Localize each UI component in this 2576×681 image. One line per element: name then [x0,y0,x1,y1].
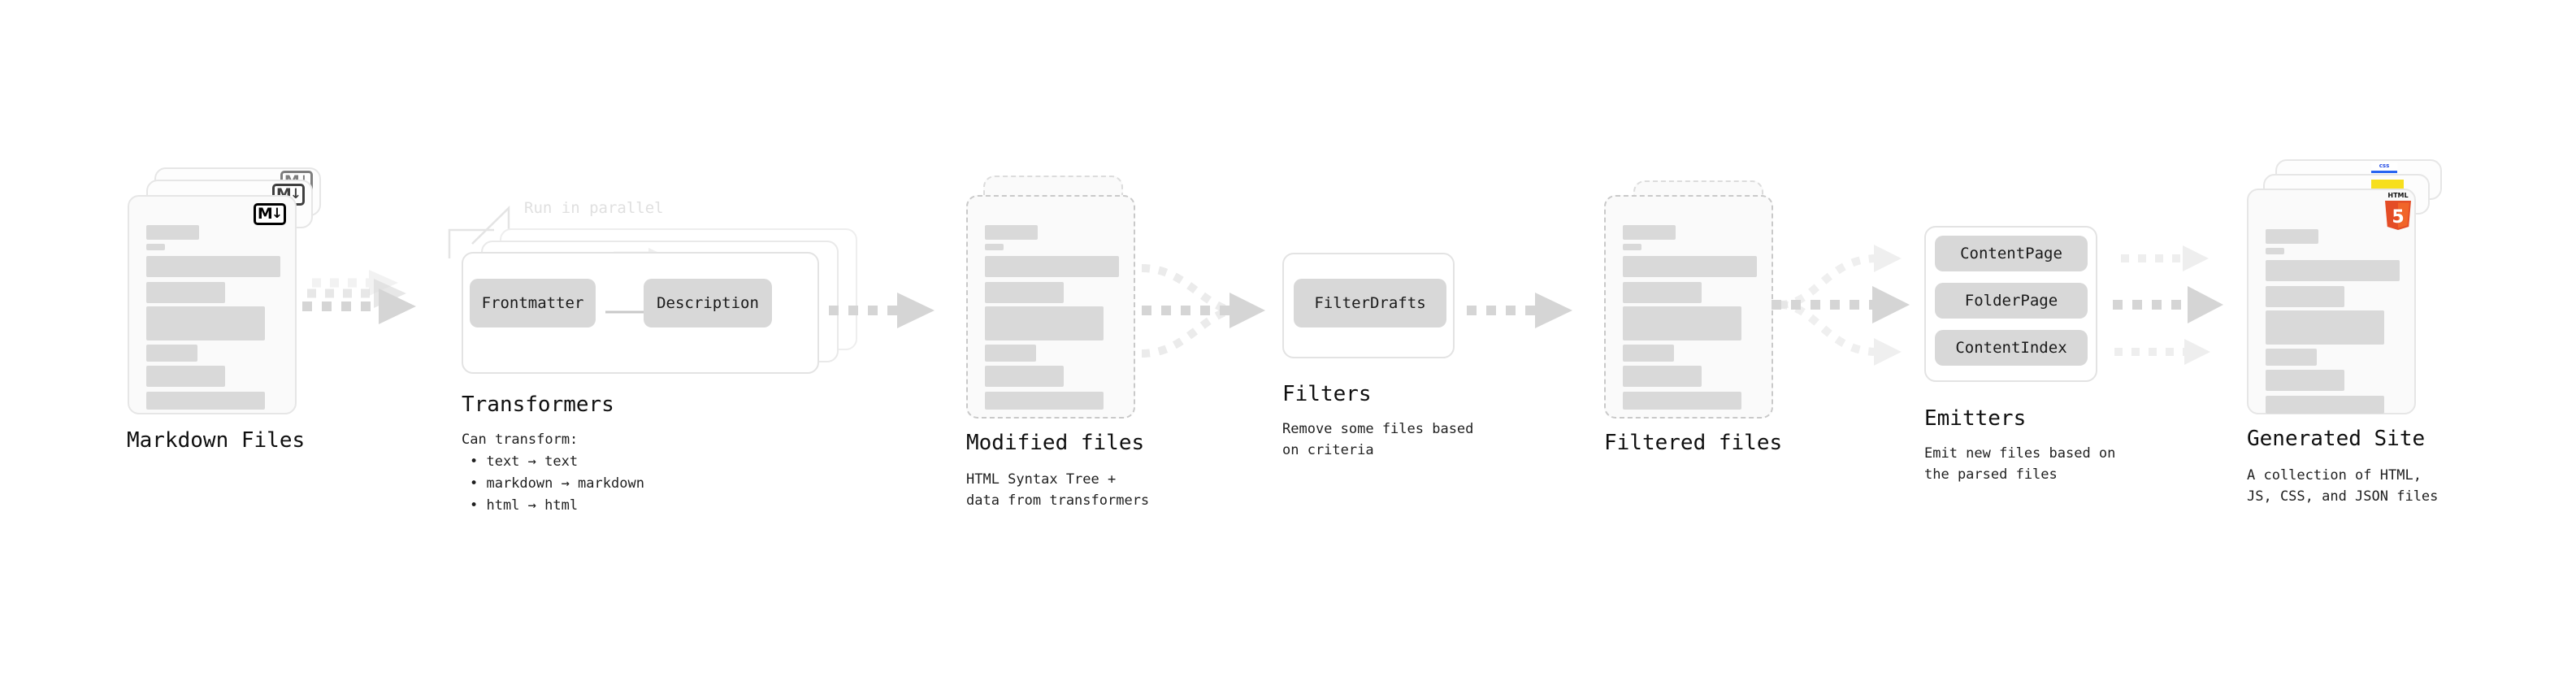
css-icon-label: css [2379,163,2390,169]
stage-subtitle-generated-site: A collection of HTML, JS, CSS, and JSON … [2247,467,2439,505]
skeleton-line [985,306,1104,340]
stage-title-transformers: Transformers [462,393,614,417]
connector-markdown-to-transformers [302,270,416,324]
connector-filters-to-filtered [1467,293,1572,328]
filter-pill-filterdrafts[interactable]: FilterDrafts [1294,279,1446,327]
skeleton-line [985,345,1036,362]
connector-modified-to-filters [1141,264,1265,358]
stage-title-emitters: Emitters [1924,406,2027,431]
skeleton-line [1623,392,1741,410]
stage-title-modified-files: Modified files [966,431,1145,455]
stage-title-generated-site: Generated Site [2247,427,2426,451]
skeleton-line [985,366,1064,387]
skeleton-line [2266,349,2317,366]
emitter-pill-contentpage[interactable]: ContentPage [1935,236,2088,271]
emitter-label-contentpage: ContentPage [1960,245,2062,262]
skeleton-line [1623,306,1741,340]
md-arrow: ↓ [271,206,283,222]
stage-title-filtered-files: Filtered files [1604,431,1783,455]
modified-card-front [966,195,1135,419]
stage-subtitle-transformers: Can transform: [462,432,579,448]
skeleton-line [146,282,225,303]
filtered-card-front [1604,195,1773,419]
html5-icon: HTML 5 [2381,190,2415,230]
skeleton-meta [146,244,165,250]
skeleton-line [985,282,1064,303]
skeleton-line [985,256,1119,277]
md-letter: M [257,205,273,223]
skeleton-line [1623,282,1702,303]
skeleton-title [146,225,199,240]
markdown-icon: M↓ [254,203,286,225]
emitter-pill-contentindex[interactable]: ContentIndex [1935,330,2088,366]
skeleton-line [146,256,280,277]
skeleton-meta [2266,248,2284,254]
svg-text:HTML: HTML [2387,192,2408,199]
transformer-bullet-0: • text → text [470,453,579,470]
emitter-label-folderpage: FolderPage [1964,292,2058,310]
stage-title-markdown-files: Markdown Files [127,428,306,453]
connector-transformers-to-modified [829,293,935,328]
transformer-bullet-2: • html → html [470,497,579,514]
connector-emitters-to-site [2113,245,2223,365]
css-icon: css [2371,163,2397,173]
skeleton-line [146,366,225,387]
transformer-label-frontmatter: Frontmatter [481,294,584,312]
stage-subtitle-filters: Remove some files based on criteria [1282,421,1474,459]
skeleton-line [1623,345,1674,362]
transformer-pill-description[interactable]: Description [644,279,772,327]
transformer-label-description: Description [657,294,759,312]
connector-filtered-to-emitters [1772,245,1910,366]
stage-subtitle-modified-files: HTML Syntax Tree + data from transformer… [966,471,1150,510]
stage-subtitle-emitters: Emit new files based on the parsed files [1924,445,2116,484]
skeleton-title [1623,225,1676,240]
skeleton-line [1623,256,1757,277]
skeleton-meta [985,244,1004,250]
skeleton-meta [1623,244,1641,250]
skeleton-title [2266,229,2318,244]
svg-text:5: 5 [2392,207,2404,228]
stage-title-filters: Filters [1282,382,1372,406]
run-in-parallel-label: Run in parallel [524,199,664,217]
skeleton-line [146,392,265,410]
emitter-pill-folderpage[interactable]: FolderPage [1935,283,2088,319]
skeleton-line [2266,286,2344,307]
run-in-parallel-pointer [448,206,510,258]
skeleton-line [146,306,265,340]
skeleton-line [2266,396,2384,414]
skeleton-line [2266,260,2400,281]
skeleton-title [985,225,1038,240]
skeleton-line [2266,370,2344,391]
skeleton-line [1623,366,1702,387]
skeleton-line [985,392,1104,410]
emitter-label-contentindex: ContentIndex [1955,339,2067,357]
markdown-card-front [128,195,297,414]
transformer-pill-frontmatter[interactable]: Frontmatter [470,279,596,327]
skeleton-line [146,345,197,362]
filter-label-filterdrafts: FilterDrafts [1314,294,1426,312]
transformer-bullet-1: • markdown → markdown [470,475,644,492]
skeleton-line [2266,310,2384,345]
